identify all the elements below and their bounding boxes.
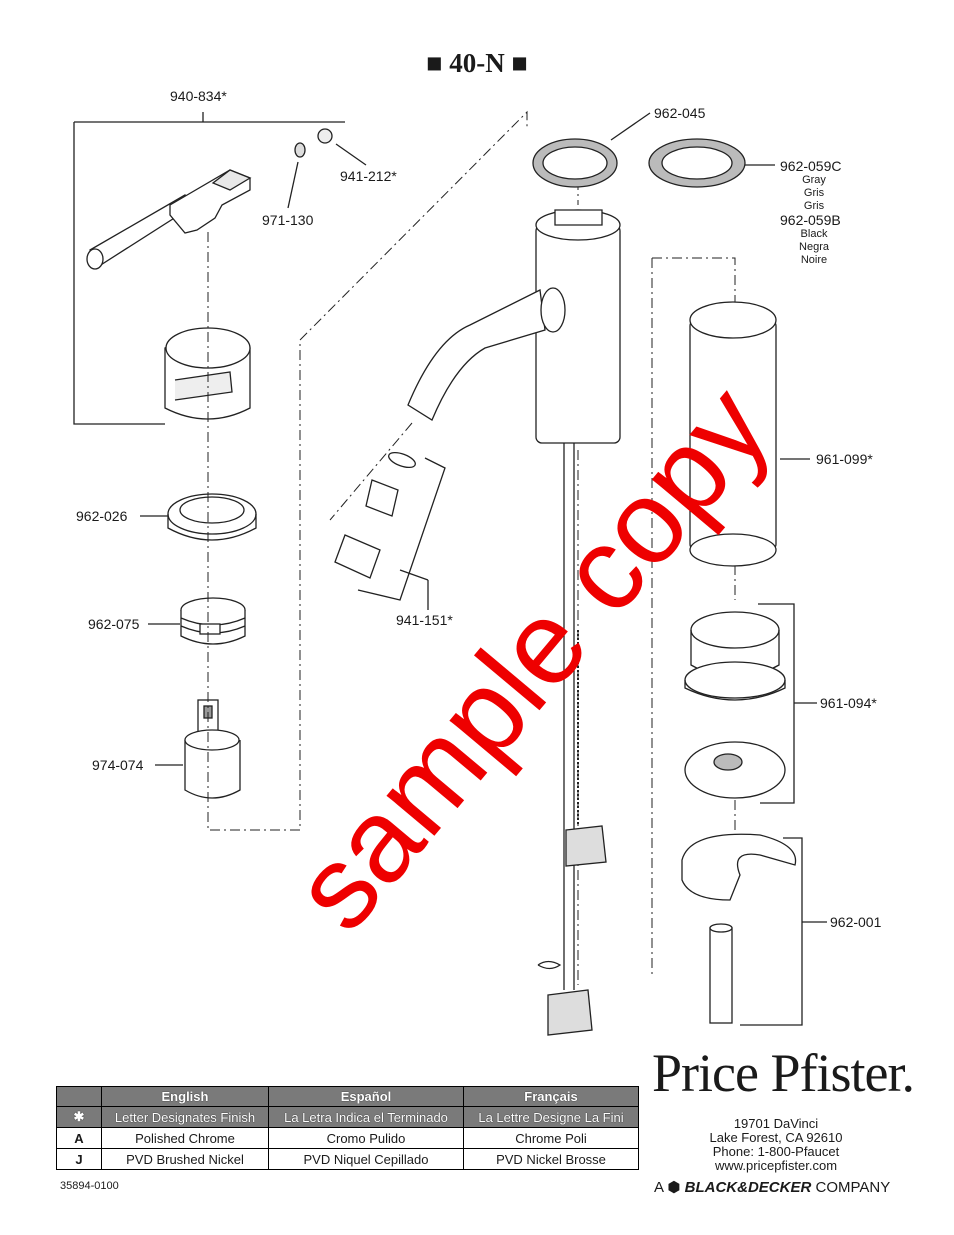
header-espanol: Español: [268, 1086, 464, 1107]
company-line: A ⬢ BLACK&DECKER COMPANY: [654, 1178, 890, 1196]
colors-962-059b: Black Negra Noire: [774, 228, 854, 267]
label-962-059c: 962-059C: [780, 158, 842, 174]
finish-table: English Español Français ✱ Letter Design…: [56, 1086, 639, 1170]
header-english: English: [101, 1086, 269, 1107]
address-line: 19701 DaVinci: [733, 1116, 819, 1131]
finish-francais: Chrome Poli: [463, 1127, 639, 1149]
brand-address: 19701 DaVinci Lake Forest, CA 92610 Phon…: [690, 1117, 862, 1173]
bracket-940-834: [73, 121, 345, 425]
nut-962-075: [180, 597, 246, 645]
color-text: Gray: [802, 174, 826, 186]
mount-962-001: [681, 833, 797, 1024]
faucet-body-part: [407, 209, 621, 444]
note-symbol: ✱: [56, 1106, 102, 1128]
nut-962-026: [167, 493, 257, 541]
aerator-941-151: [334, 451, 446, 610]
note-english: Letter Designates Finish: [101, 1106, 269, 1128]
label-941-212: 941-212*: [340, 168, 397, 184]
finish-code: J: [56, 1148, 102, 1170]
supply-rod-part: [537, 443, 607, 1036]
washer-962-045: [532, 138, 618, 188]
screw-941-212: [317, 128, 333, 144]
company-prefix: A: [654, 1179, 664, 1196]
label-962-045: 962-045: [654, 105, 706, 121]
color-text: Gris: [803, 200, 825, 212]
set-screw-971-130: [294, 142, 306, 158]
note-francais: La Lettre Designe La Fini: [463, 1106, 639, 1128]
cartridge-974-074: [184, 699, 241, 799]
color-text: Noire: [800, 254, 828, 266]
company-suffix: COMPANY: [815, 1179, 891, 1196]
gasket-962-059: [648, 138, 746, 188]
company-name: BLACK&DECKER: [684, 1179, 812, 1196]
table-row: A Polished Chrome Cromo Pulido Chrome Po…: [56, 1127, 639, 1149]
label-940-834: 940-834*: [170, 88, 227, 104]
finish-francais: PVD Nickel Brosse: [463, 1148, 639, 1170]
document-number: 35894-0100: [60, 1180, 119, 1192]
header-francais: Français: [463, 1086, 639, 1107]
label-961-099: 961-099*: [816, 451, 873, 467]
label-941-151: 941-151*: [396, 612, 453, 628]
address-line: www.pricepfister.com: [714, 1158, 838, 1173]
hexagon-icon: ⬢: [667, 1179, 681, 1196]
finish-code: A: [56, 1127, 102, 1149]
colors-962-059c: Gray Gris Gris: [774, 174, 854, 213]
color-text: Black: [800, 228, 828, 240]
label-971-130: 971-130: [262, 212, 314, 228]
finish-english: Polished Chrome: [101, 1127, 269, 1149]
label-974-074: 974-074: [92, 757, 144, 773]
label-962-001: 962-001: [830, 914, 882, 930]
sleeve-961-099: [689, 301, 777, 567]
label-962-059b: 962-059B: [780, 212, 841, 228]
color-text: Gris: [803, 187, 825, 199]
color-text: Negra: [799, 241, 829, 253]
base-961-094: [684, 611, 786, 799]
finish-english: PVD Brushed Nickel: [101, 1148, 269, 1170]
label-962-075: 962-075: [88, 616, 140, 632]
note-espanol: La Letra Indica el Terminado: [268, 1106, 464, 1128]
finish-espanol: Cromo Pulido: [268, 1127, 464, 1149]
page-title: ■ 40-N ■: [426, 48, 528, 78]
label-962-026: 962-026: [76, 508, 128, 524]
label-961-094: 961-094*: [820, 695, 877, 711]
table-row: J PVD Brushed Nickel PVD Niquel Cepillad…: [56, 1148, 639, 1170]
table-corner: [56, 1086, 102, 1107]
address-line: Lake Forest, CA 92610: [709, 1130, 843, 1145]
handle-lever-part: [86, 169, 252, 270]
finish-espanol: PVD Niquel Cepillado: [268, 1148, 464, 1170]
brand-logo: Price Pfister.: [652, 1043, 915, 1103]
address-line: Phone: 1-800-Pfaucet: [712, 1144, 840, 1159]
